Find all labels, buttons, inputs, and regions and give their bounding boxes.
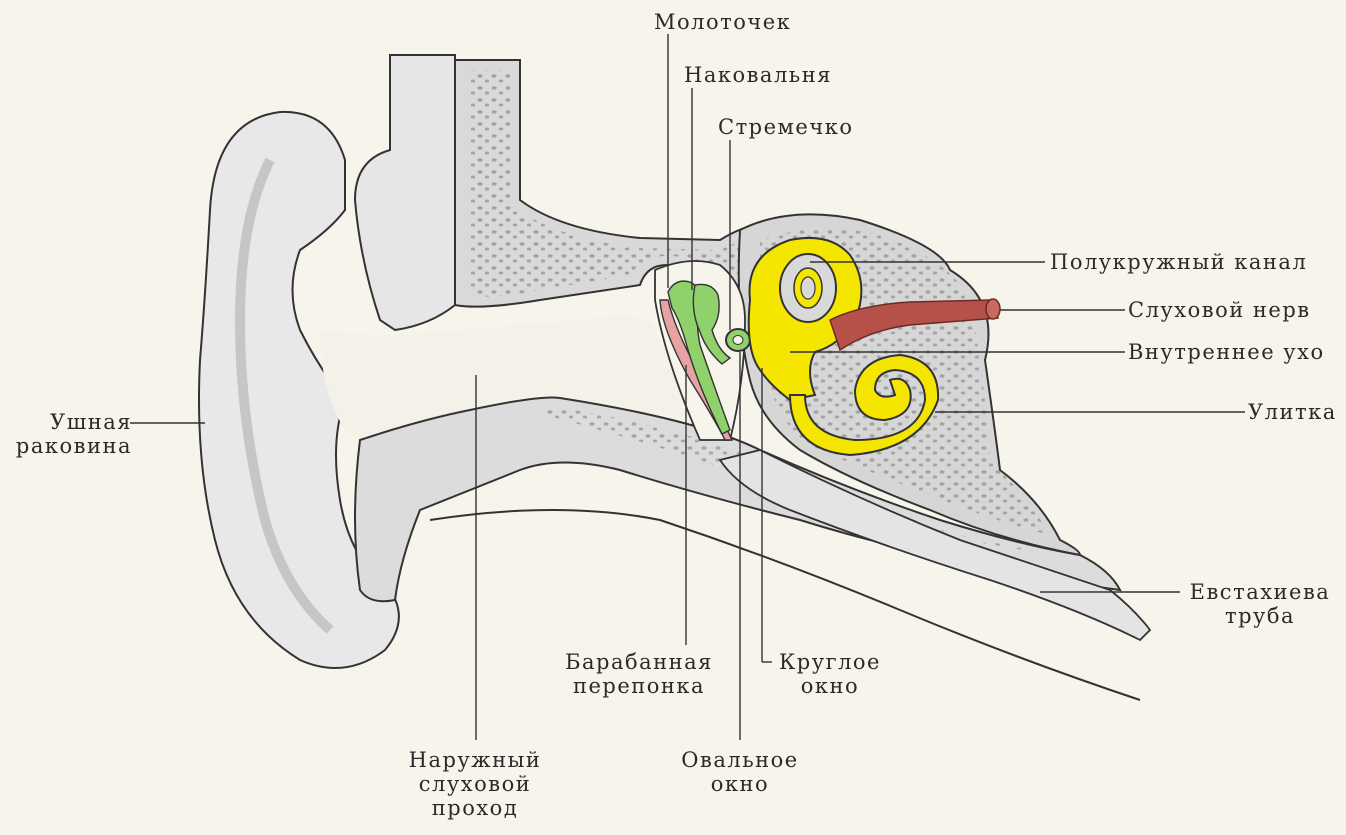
- label-ear-canal-line1: Наружный: [390, 748, 560, 772]
- label-oval-window-line1: Овальное: [660, 748, 820, 772]
- label-auricle-line2: раковина: [12, 434, 132, 458]
- label-auricle: Ушная раковина: [12, 410, 132, 458]
- label-oval-window: Овальное окно: [660, 748, 820, 796]
- label-eustachian-line2: труба: [1180, 604, 1340, 628]
- label-eardrum: Барабанная перепонка: [554, 650, 724, 698]
- label-stapes: Стремечко: [718, 115, 853, 139]
- label-ear-canal-line2: слуховой: [390, 772, 560, 796]
- label-round-window: Круглое окно: [770, 650, 890, 698]
- label-round-window-line1: Круглое: [770, 650, 890, 674]
- label-inner-ear: Внутреннее ухо: [1128, 340, 1325, 364]
- label-eardrum-line1: Барабанная: [554, 650, 724, 674]
- label-malleus: Молоточек: [654, 10, 791, 34]
- label-incus: Наковальня: [684, 63, 832, 87]
- label-round-window-line2: окно: [770, 674, 890, 698]
- label-eustachian-line1: Евстахиева: [1180, 580, 1340, 604]
- skin-upper: [355, 55, 455, 330]
- label-semicircular-canal: Полукружный канал: [1050, 250, 1307, 274]
- label-auricle-line1: Ушная: [12, 410, 132, 434]
- label-auditory-nerve: Слуховой нерв: [1128, 298, 1311, 322]
- label-eustachian-tube: Евстахиева труба: [1180, 580, 1340, 628]
- label-ear-canal-line3: проход: [390, 796, 560, 820]
- label-ear-canal: Наружный слуховой проход: [390, 748, 560, 820]
- label-eardrum-line2: перепонка: [554, 674, 724, 698]
- label-oval-window-line2: окно: [660, 772, 820, 796]
- label-cochlea: Улитка: [1248, 400, 1337, 424]
